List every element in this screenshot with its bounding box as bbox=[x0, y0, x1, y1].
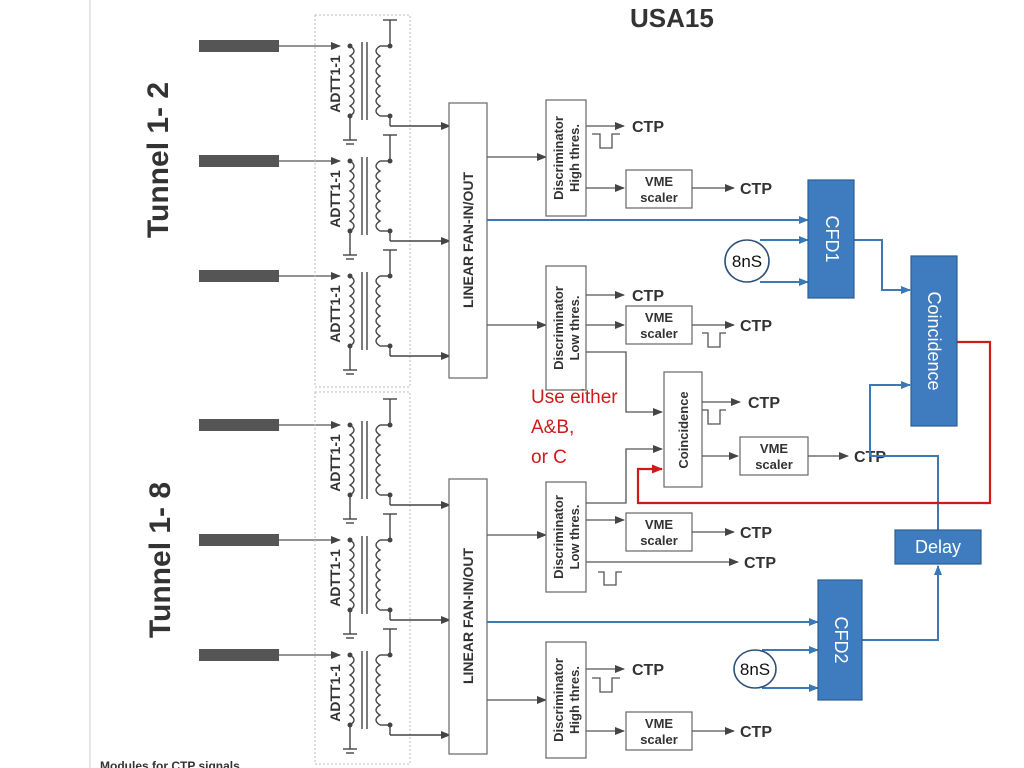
svg-text:Use either: Use either bbox=[531, 387, 618, 408]
svg-text:Coincidence: Coincidence bbox=[924, 291, 944, 390]
svg-text:VME: VME bbox=[645, 174, 674, 189]
red-feedback-line bbox=[636, 340, 992, 505]
transformer-label: ADTT1-1 bbox=[327, 434, 343, 492]
vme-scaler-coincidence: VME scaler bbox=[739, 436, 809, 476]
cables bbox=[199, 40, 341, 661]
footer-caption: Modules for CTP signals bbox=[100, 759, 240, 768]
linear-fan-label-top: LINEAR FAN-IN/OUT bbox=[460, 172, 476, 309]
transformers bbox=[343, 19, 451, 754]
discriminator-bottom-low: Discriminator Low thres. bbox=[545, 481, 587, 593]
ctp-label: CTP bbox=[744, 555, 776, 572]
delay-8ns-top: 8nS bbox=[724, 239, 770, 283]
svg-text:CFD1: CFD1 bbox=[822, 215, 842, 262]
svg-text:Low thres.: Low thres. bbox=[567, 504, 582, 569]
svg-text:VME: VME bbox=[645, 517, 674, 532]
cable bbox=[199, 534, 279, 546]
ctp-label: CTP bbox=[740, 724, 772, 741]
cable bbox=[199, 270, 279, 282]
svg-text:scaler: scaler bbox=[755, 457, 793, 472]
svg-text:A&B,: A&B, bbox=[531, 417, 574, 438]
transformer bbox=[343, 398, 451, 524]
svg-text:VME: VME bbox=[645, 716, 674, 731]
ctp-label: CTP bbox=[740, 318, 772, 335]
transformer-label: ADTT1-1 bbox=[327, 55, 343, 113]
svg-text:CFD2: CFD2 bbox=[831, 616, 851, 663]
vme-scaler-bottom-low: VME scaler bbox=[625, 512, 693, 552]
svg-text:Discriminator: Discriminator bbox=[551, 286, 566, 370]
transformer-labels: ADTT1-1 ADTT1-1 ADTT1-1 ADTT1-1 ADTT1-1 … bbox=[327, 55, 343, 722]
transformer bbox=[343, 249, 451, 375]
group-label-top: Tunnel 1- 2 bbox=[142, 82, 175, 238]
svg-text:Discriminator: Discriminator bbox=[551, 116, 566, 200]
svg-text:Low thres.: Low thres. bbox=[567, 295, 582, 360]
coincidence-main-module: Coincidence bbox=[910, 255, 958, 427]
diagram-title: USA15 bbox=[630, 3, 714, 33]
linear-fan-module-top bbox=[448, 102, 488, 379]
svg-text:VME: VME bbox=[645, 310, 674, 325]
vme-scaler-top-low: VME scaler bbox=[625, 305, 693, 345]
svg-text:8nS: 8nS bbox=[740, 660, 770, 679]
svg-text:8nS: 8nS bbox=[732, 252, 762, 271]
ctp-label: CTP bbox=[854, 449, 886, 466]
svg-text:or C: or C bbox=[531, 447, 567, 468]
transformer-label: ADTT1-1 bbox=[327, 664, 343, 722]
cable bbox=[199, 419, 279, 431]
svg-text:scaler: scaler bbox=[640, 326, 678, 341]
ctp-label: CTP bbox=[740, 181, 772, 198]
svg-text:High thres.: High thres. bbox=[567, 124, 582, 192]
ctp-labels: CTP CTP CTP CTP CTP CTP CTP CTP CTP CTP bbox=[632, 119, 886, 741]
coincidence-small: Coincidence bbox=[663, 371, 703, 488]
cable bbox=[199, 40, 279, 52]
transformer bbox=[343, 513, 451, 639]
ctp-label: CTP bbox=[632, 662, 664, 679]
discriminator-top-low: Discriminator Low thres. bbox=[545, 265, 587, 391]
discriminator-bottom-high: Discriminator High thres. bbox=[545, 641, 587, 759]
delay-module: Delay bbox=[894, 529, 982, 565]
transformer-group-top bbox=[314, 14, 411, 388]
linear-fan-module-bottom bbox=[448, 478, 488, 755]
discriminator-top-high: Discriminator High thres. bbox=[545, 99, 587, 217]
svg-text:Discriminator: Discriminator bbox=[551, 658, 566, 742]
ctp-label: CTP bbox=[748, 395, 780, 412]
cfd1-module: CFD1 bbox=[807, 179, 855, 299]
ctp-label: CTP bbox=[632, 119, 664, 136]
cfd2-module: CFD2 bbox=[817, 579, 863, 701]
svg-text:scaler: scaler bbox=[640, 533, 678, 548]
transformer bbox=[343, 134, 451, 260]
svg-text:VME: VME bbox=[760, 441, 789, 456]
svg-text:Coincidence: Coincidence bbox=[676, 391, 691, 468]
group-label-bottom: Tunnel 1- 8 bbox=[144, 482, 177, 638]
selection-note: Use either A&B, or C bbox=[531, 387, 618, 468]
ctp-label: CTP bbox=[632, 288, 664, 305]
linear-fan-label-bottom: LINEAR FAN-IN/OUT bbox=[460, 548, 476, 685]
transformer-label: ADTT1-1 bbox=[327, 549, 343, 607]
svg-text:High thres.: High thres. bbox=[567, 666, 582, 734]
transformer-label: ADTT1-1 bbox=[327, 285, 343, 343]
svg-text:scaler: scaler bbox=[640, 190, 678, 205]
delay-8ns-bottom: 8nS bbox=[733, 649, 777, 689]
transformer-label: ADTT1-1 bbox=[327, 170, 343, 228]
cable bbox=[199, 155, 279, 167]
ctp-label: CTP bbox=[740, 525, 772, 542]
svg-text:scaler: scaler bbox=[640, 732, 678, 747]
cable bbox=[199, 649, 279, 661]
vme-scaler-bottom-high: VME scaler bbox=[625, 711, 693, 751]
transformer bbox=[343, 628, 451, 754]
vme-scaler-top: VME scaler bbox=[625, 169, 693, 209]
svg-text:Discriminator: Discriminator bbox=[551, 495, 566, 579]
svg-text:Delay: Delay bbox=[915, 537, 961, 557]
transformer bbox=[343, 19, 451, 145]
transformer-group-bottom bbox=[314, 391, 411, 765]
